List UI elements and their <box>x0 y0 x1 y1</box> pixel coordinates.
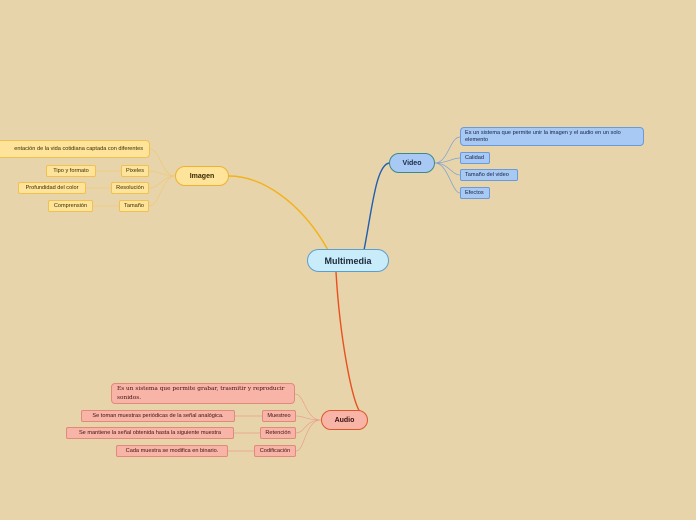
topic-video[interactable]: Video <box>389 153 435 173</box>
imagen-item-tamano[interactable]: Tamaño <box>119 200 149 212</box>
imagen-item-resolucion[interactable]: Resolución <box>111 182 149 194</box>
audio-detail-retencion[interactable]: Se mantiene la señal obtenida hasta la s… <box>66 427 234 439</box>
video-item-calidad[interactable]: Calidad <box>460 152 490 164</box>
audio-detail-muestreo[interactable]: Se toman muestras periódicas de la señal… <box>81 410 235 422</box>
topic-imagen[interactable]: Imagen <box>175 166 229 186</box>
audio-item-retencion[interactable]: Retención <box>260 427 296 439</box>
imagen-detail-profundidad[interactable]: Profundidad del color <box>18 182 86 194</box>
link-video <box>363 162 391 251</box>
video-item-tamano[interactable]: Tamaño del video <box>460 169 518 181</box>
link-imagen <box>228 175 329 251</box>
audio-detail-codificacion[interactable]: Cada muestra se modifica en binario. <box>116 445 228 457</box>
audio-item-codificacion[interactable]: Codificación <box>254 445 296 457</box>
link-audio <box>335 271 361 413</box>
imagen-description[interactable]: entación de la vida cotidiana captada co… <box>0 140 150 158</box>
central-topic-multimedia[interactable]: Multimedia <box>307 249 389 272</box>
audio-description[interactable]: Es un sistema que permite grabar, trasmi… <box>111 383 295 404</box>
imagen-item-pixeles[interactable]: Pixeles <box>121 165 149 177</box>
audio-item-muestreo[interactable]: Muestreo <box>262 410 296 422</box>
video-item-efectos[interactable]: Efectos <box>460 187 490 199</box>
topic-audio[interactable]: Audio <box>321 410 368 430</box>
imagen-detail-comprension[interactable]: Comprensión <box>48 200 93 212</box>
video-description[interactable]: Es un sistema que permite unir la imagen… <box>460 127 644 146</box>
imagen-detail-tipo-formato[interactable]: Tipo y formato <box>46 165 96 177</box>
